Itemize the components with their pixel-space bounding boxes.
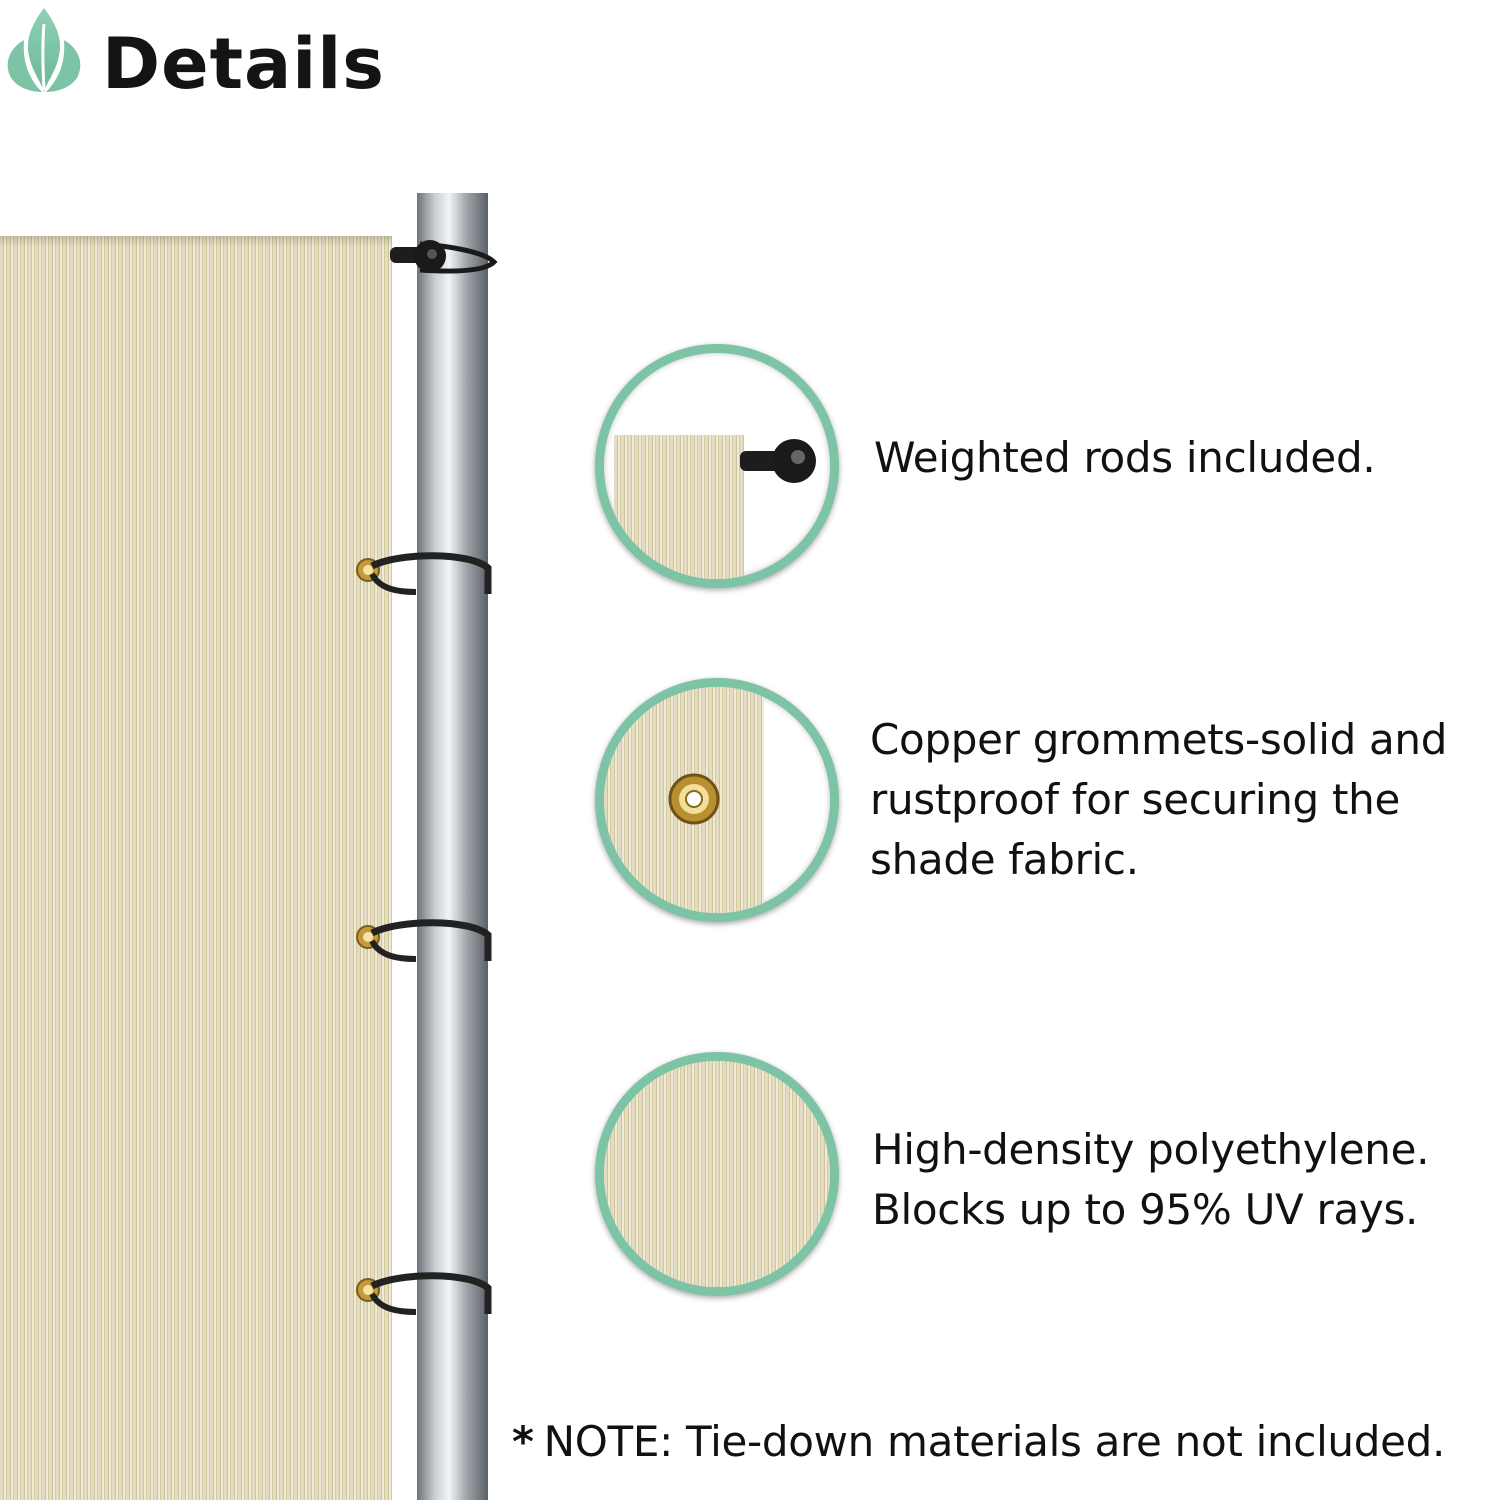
note-text: *NOTE: Tie-down materials are not includ… xyxy=(512,1417,1446,1466)
callout-fabric xyxy=(614,435,744,579)
grommet-tie-3 xyxy=(356,1272,492,1315)
rod-end-icon xyxy=(740,439,816,483)
shade-fabric-panel xyxy=(0,236,392,1500)
rod-detail-callout xyxy=(595,344,839,588)
leaf-icon xyxy=(7,8,81,92)
feature-caption-grommet: Copper grommets-solid and rustproof for … xyxy=(870,715,1448,884)
product-scene xyxy=(0,0,560,1500)
page-title: Details xyxy=(102,23,385,105)
fabric-detail-callout xyxy=(595,1052,839,1296)
feature-caption-fabric: High-density polyethylene. Blocks up to … xyxy=(872,1125,1430,1234)
grommet-icon xyxy=(668,773,720,825)
grommet-tie-1 xyxy=(356,552,492,595)
grommet-detail-callout xyxy=(595,678,839,922)
feature-caption-rod: Weighted rods included. xyxy=(874,433,1376,482)
fabric-texture-icon xyxy=(604,1061,830,1287)
hardware-overlay xyxy=(356,240,498,1315)
grommet-tie-2 xyxy=(356,919,492,962)
note-star-icon: * xyxy=(512,1417,534,1466)
page-header: Details xyxy=(0,0,600,120)
